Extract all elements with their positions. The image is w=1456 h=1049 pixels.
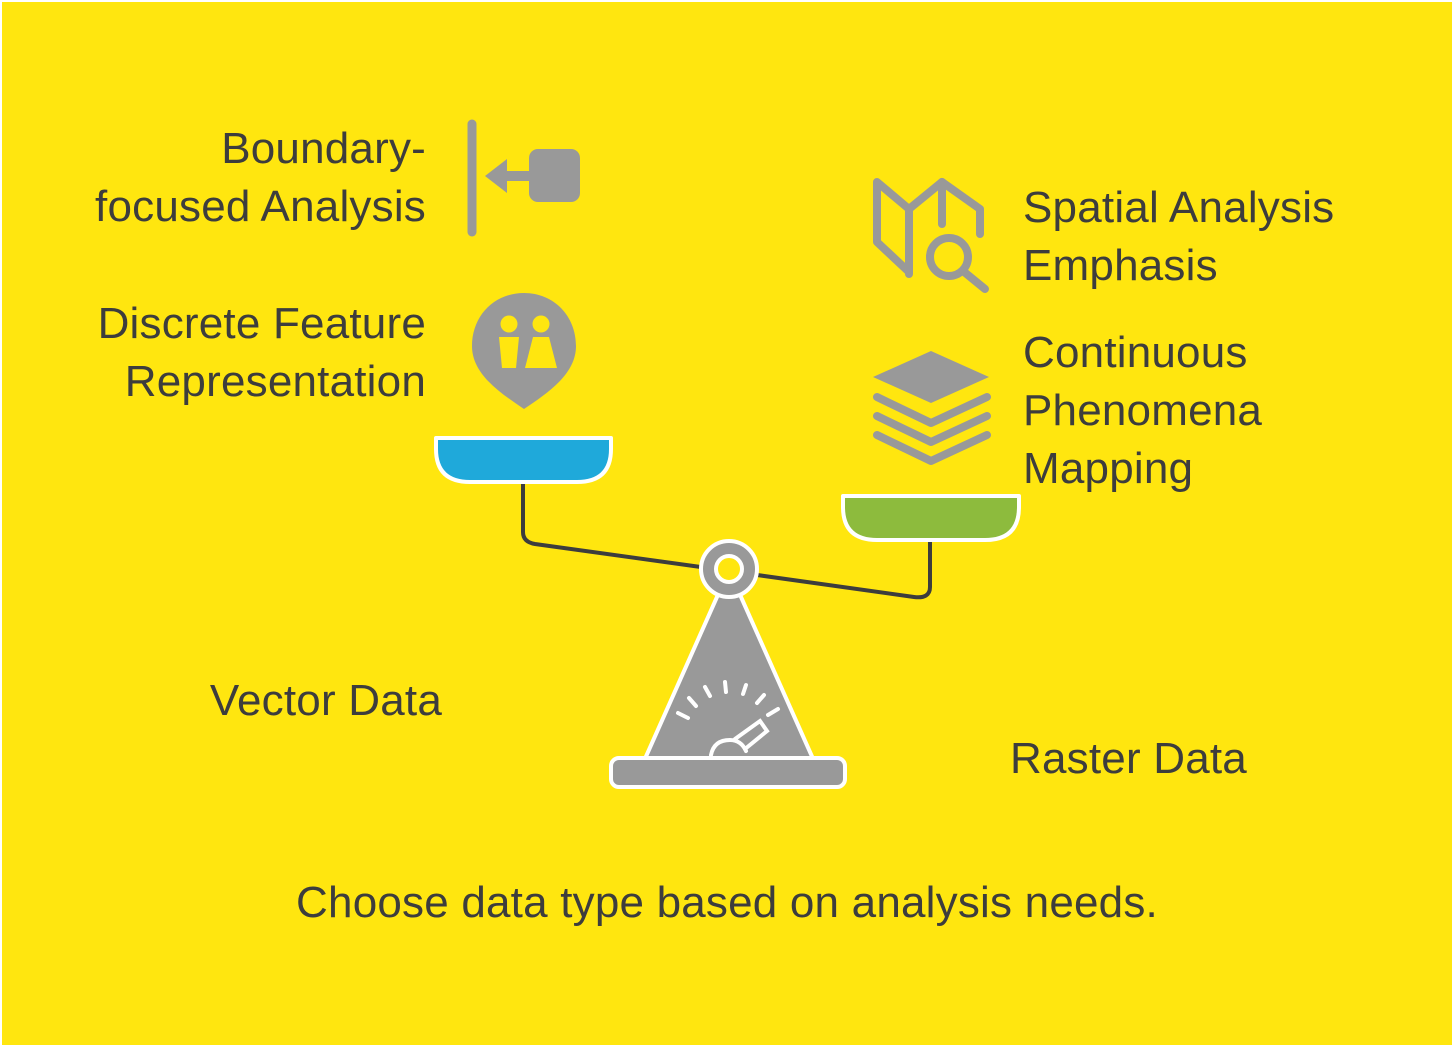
scale-beam <box>521 482 932 600</box>
gauge-icon <box>676 680 780 757</box>
scale-stand <box>609 539 847 789</box>
layers-icon <box>873 351 991 465</box>
footer-caption: Choose data type based on analysis needs… <box>296 878 1158 927</box>
label-boundary-focused-analysis: Boundary- focused Analysis <box>95 124 426 231</box>
boundary-arrow-icon <box>467 119 580 237</box>
label-discrete-feature-representation: Discrete Feature Representation <box>97 299 426 406</box>
location-people-pin-icon <box>472 293 576 409</box>
map-search-icon <box>873 178 989 293</box>
label-vector-data: Vector Data <box>209 676 442 725</box>
label-spatial-analysis-emphasis: Spatial Analysis Emphasis <box>1023 183 1335 290</box>
right-pan <box>841 494 1021 542</box>
left-pan <box>434 436 613 484</box>
label-continuous-phenomena-mapping: Continuous Phenomena Mapping <box>1023 328 1263 493</box>
label-raster-data: Raster Data <box>1010 734 1247 783</box>
